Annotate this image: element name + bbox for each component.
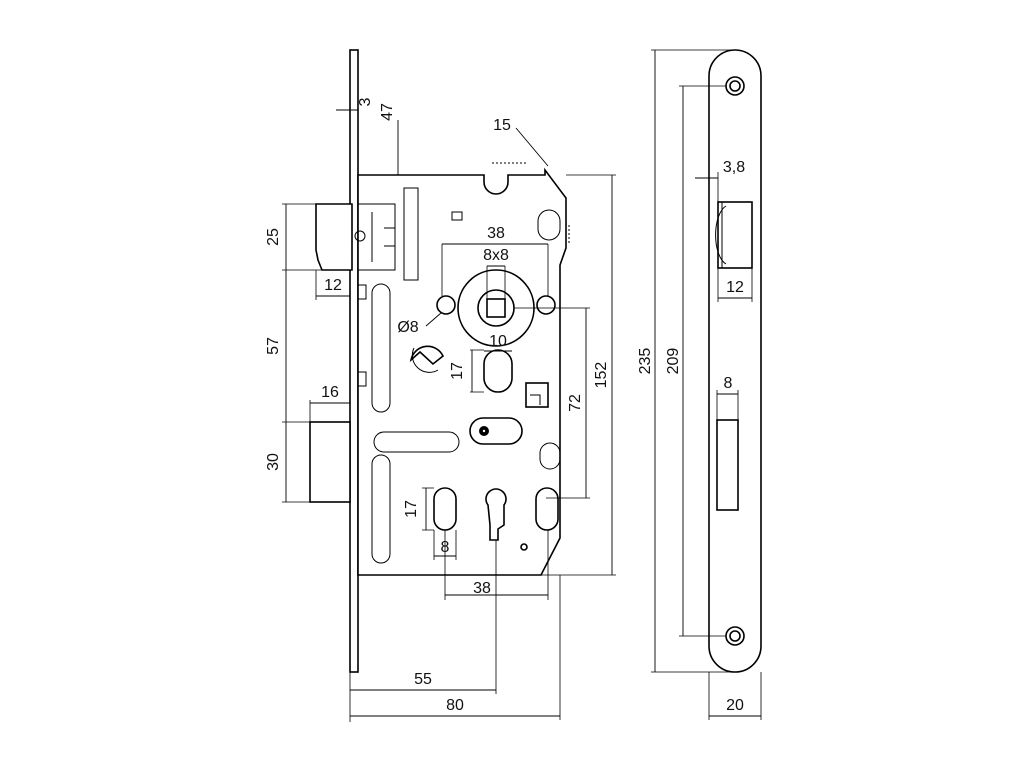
dim-face-width: 20: [726, 697, 744, 714]
dim-backset: 55: [414, 671, 432, 688]
latch-spring: [403, 187, 419, 281]
latch-window: [717, 201, 753, 269]
dead-bolt: [309, 421, 351, 503]
dim-hole-diameter: Ø8: [397, 319, 418, 336]
privacy-cam-arc: [411, 347, 439, 373]
slot-horizontal-mid: [469, 417, 523, 445]
slot-mid-right: [539, 442, 561, 470]
lock-side-view: [309, 49, 570, 673]
hole-left: [436, 295, 456, 315]
dim-spindle-square: 8x8: [483, 247, 509, 264]
slot-vertical-left-upper: [371, 283, 391, 413]
hole-right: [536, 295, 556, 315]
pin-mid-ring: [481, 428, 487, 434]
dim-overall-depth: 80: [446, 697, 464, 714]
follower-slot-lower-left: [433, 487, 457, 531]
side-view-labels: 3 47 15 38 8x8 Ø8 10 17 25 12 57 16 30 1…: [265, 97, 610, 714]
faceplate-front: [708, 49, 762, 673]
bevel-dotted-marker: [492, 162, 570, 245]
front-view-labels: 235 209 3,8 12 8 20: [637, 159, 745, 714]
keyhole-dot: [520, 543, 528, 551]
dim-screw-spacing: 209: [665, 348, 682, 375]
dim-slot-height-lower: 17: [403, 500, 420, 518]
screw-hole-top-inner: [729, 80, 741, 92]
faceplate-notch-lower: [357, 371, 367, 387]
bolt-window: [716, 419, 739, 511]
follower-slot-lower-right: [535, 487, 559, 531]
dim-case-width-lower: 38: [473, 580, 491, 597]
lock-case-body: [357, 167, 567, 576]
faceplate-side: [349, 49, 359, 673]
dim-slot-width-lower: 8: [441, 539, 450, 556]
slot-upper-right: [537, 209, 561, 241]
faceplate-notch-upper: [357, 284, 367, 300]
dim-latch-to-bolt: 57: [265, 337, 282, 355]
dim-faceplate-thickness: 3: [357, 97, 374, 106]
privacy-cam: [409, 345, 444, 366]
dim-latch-projection: 12: [324, 277, 342, 294]
latch-window-detail: [715, 202, 727, 268]
dim-face-height: 235: [637, 348, 654, 375]
spindle-square-hole: [486, 298, 506, 318]
latch-bolt: [315, 203, 353, 271]
dim-centre-distance: 72: [567, 394, 584, 412]
dim-latch-window-width: 12: [726, 279, 744, 296]
faceplate-front-view: [708, 49, 762, 673]
cam-square-detail: [530, 394, 541, 405]
dim-face-to-case-top: 47: [379, 103, 396, 121]
side-view-dimensions: [282, 109, 616, 722]
dim-slot-width-upper: 10: [489, 333, 507, 350]
small-square-top: [451, 211, 463, 221]
screw-hole-bottom-inner: [729, 630, 741, 642]
keyhole: [485, 488, 507, 541]
dim-slot-height-upper: 17: [449, 362, 466, 380]
dim-bevel-angle: 15: [493, 117, 511, 134]
dim-bolt-projection: 16: [321, 384, 339, 401]
dim-bolt-height: 30: [265, 453, 282, 471]
slot-horizontal: [373, 431, 460, 453]
latch-tail: [358, 203, 396, 271]
dim-latch-height: 25: [265, 228, 282, 246]
front-view-dimensions: [651, 49, 762, 720]
dim-latch-window-offset: 3,8: [723, 159, 745, 176]
dim-case-height: 152: [593, 362, 610, 389]
follower-slot-upper: [483, 349, 513, 393]
dim-bolt-window-width: 8: [724, 375, 733, 392]
dim-case-width-upper: 38: [487, 225, 505, 242]
latch-pin: [354, 230, 366, 242]
slot-vertical-left-lower: [371, 454, 391, 564]
